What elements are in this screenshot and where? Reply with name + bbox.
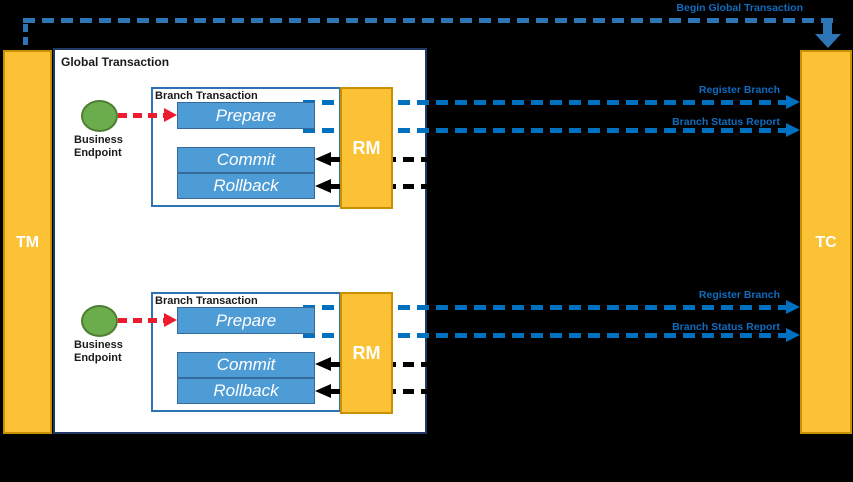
rollback-box: Rollback — [177, 378, 315, 404]
register-branch-line — [303, 100, 786, 105]
prepare-box: Prepare — [177, 102, 315, 129]
rm-bar: RM — [340, 87, 393, 209]
register-branch-arrowhead-icon — [786, 95, 800, 109]
branch-status-report-label: Branch Status Report — [672, 321, 780, 333]
rm-bar: RM — [340, 292, 393, 414]
commit-box: Commit — [177, 147, 315, 173]
register-branch-label: Register Branch — [698, 84, 780, 96]
tc-bar: TC — [800, 50, 852, 434]
register-branch-label: Register Branch — [698, 289, 780, 301]
commit-command-arrowhead-icon — [315, 357, 331, 371]
begin-global-transaction-label: Begin Global Transaction — [676, 2, 803, 14]
commit-command-arrowhead-icon — [315, 152, 331, 166]
branch-transaction-label: Branch Transaction — [155, 295, 258, 307]
business-endpoint-label: Business Endpoint — [74, 339, 123, 364]
arrow-down-stem — [823, 22, 832, 35]
global-transaction-label: Global Transaction — [61, 55, 170, 69]
business-endpoint-circle — [81, 100, 118, 132]
tc-label: TC — [815, 234, 837, 251]
tm-bar: TM — [3, 50, 52, 434]
branch-transaction-label: Branch Transaction — [155, 90, 258, 102]
begin-global-transaction-corner-line — [23, 24, 28, 49]
invoke-dashed-line — [118, 113, 164, 118]
rollback-command-arrowhead-icon — [315, 384, 331, 398]
rollback-command-arrowhead-icon — [315, 179, 331, 193]
rollback-box: Rollback — [177, 173, 315, 199]
branch-status-report-line — [303, 333, 786, 338]
commit-box: Commit — [177, 352, 315, 378]
business-endpoint-label: Business Endpoint — [74, 134, 123, 159]
invoke-arrowhead-icon — [164, 108, 177, 122]
begin-global-transaction-line — [23, 18, 833, 23]
branch-status-report-line — [303, 128, 786, 133]
invoke-arrowhead-icon — [164, 313, 177, 327]
branch-status-report-arrowhead-icon — [786, 123, 800, 137]
prepare-box: Prepare — [177, 307, 315, 334]
branch-status-report-arrowhead-icon — [786, 328, 800, 342]
branch-status-report-label: Branch Status Report — [672, 116, 780, 128]
business-endpoint-circle — [81, 305, 118, 337]
register-branch-arrowhead-icon — [786, 300, 800, 314]
arrow-down-icon — [815, 34, 841, 48]
tm-label: TM — [15, 234, 40, 251]
register-branch-line — [303, 305, 786, 310]
invoke-dashed-line — [118, 318, 164, 323]
